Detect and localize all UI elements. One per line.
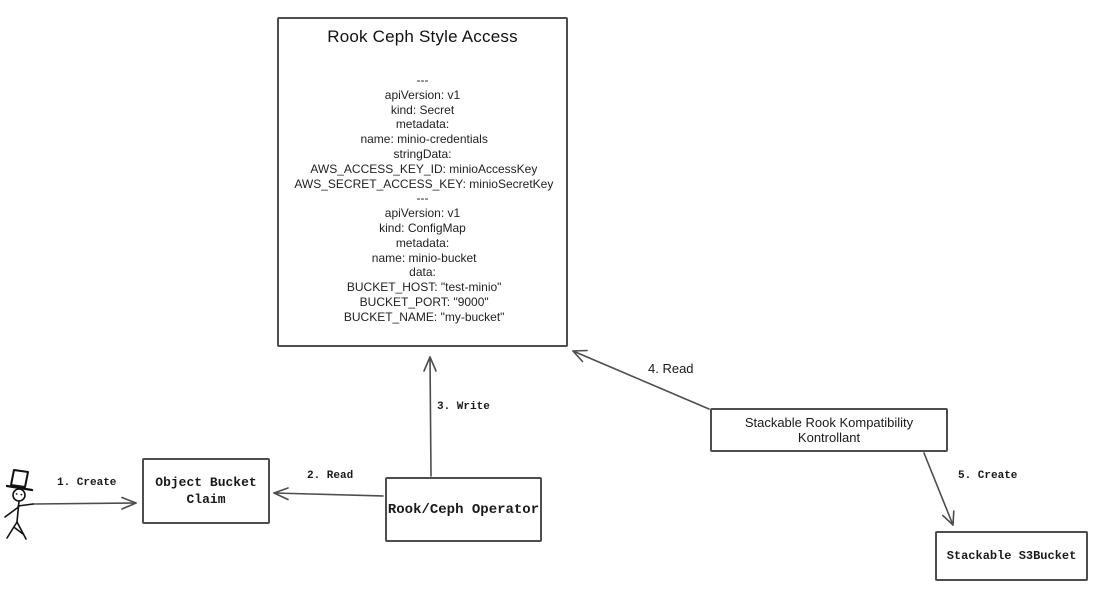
arrow-2-read xyxy=(274,488,383,500)
edge-label-2-read: 2. Read xyxy=(307,470,354,482)
edge-label-5-create: 5. Create xyxy=(958,470,1018,482)
actor-body xyxy=(17,501,19,522)
top-hat-icon xyxy=(7,470,32,490)
actor-arms xyxy=(5,504,33,517)
rook-ceph-yaml-manifest: --- apiVersion: v1 kind: Secret metadata… xyxy=(294,73,554,324)
arrow-5-create xyxy=(924,453,954,525)
actor-head xyxy=(13,489,25,501)
rook-ceph-style-access-box: Rook Ceph Style Access --- apiVersion: v… xyxy=(277,17,568,347)
edge-label-1-create: 1. Create xyxy=(57,477,117,489)
stackable-s3bucket-box: Stackable S3Bucket xyxy=(935,531,1088,581)
stackable-s3bucket-label: Stackable S3Bucket xyxy=(946,549,1077,563)
object-bucket-claim-box: Object Bucket Claim xyxy=(142,458,270,524)
user-stick-figure xyxy=(2,466,38,542)
arrow-3-write xyxy=(424,357,436,476)
edge-label-3-write: 3. Write xyxy=(437,401,490,413)
edge-label-4-read: 4. Read xyxy=(648,361,694,376)
arrow-1-create xyxy=(33,498,136,510)
rook-ceph-operator-box: Rook/Ceph Operator xyxy=(385,477,542,542)
kompatibility-kontrollant-box: Stackable Rook Kompatibility Kontrollant xyxy=(710,408,948,452)
object-bucket-claim-label: Object Bucket Claim xyxy=(155,475,257,507)
arrow-4-read xyxy=(573,351,709,410)
kompatibility-kontrollant-label: Stackable Rook Kompatibility Kontrollant xyxy=(744,415,914,445)
rook-ceph-operator-label: Rook/Ceph Operator xyxy=(387,501,540,518)
actor-legs xyxy=(7,522,26,539)
rook-ceph-box-title: Rook Ceph Style Access xyxy=(327,27,518,46)
